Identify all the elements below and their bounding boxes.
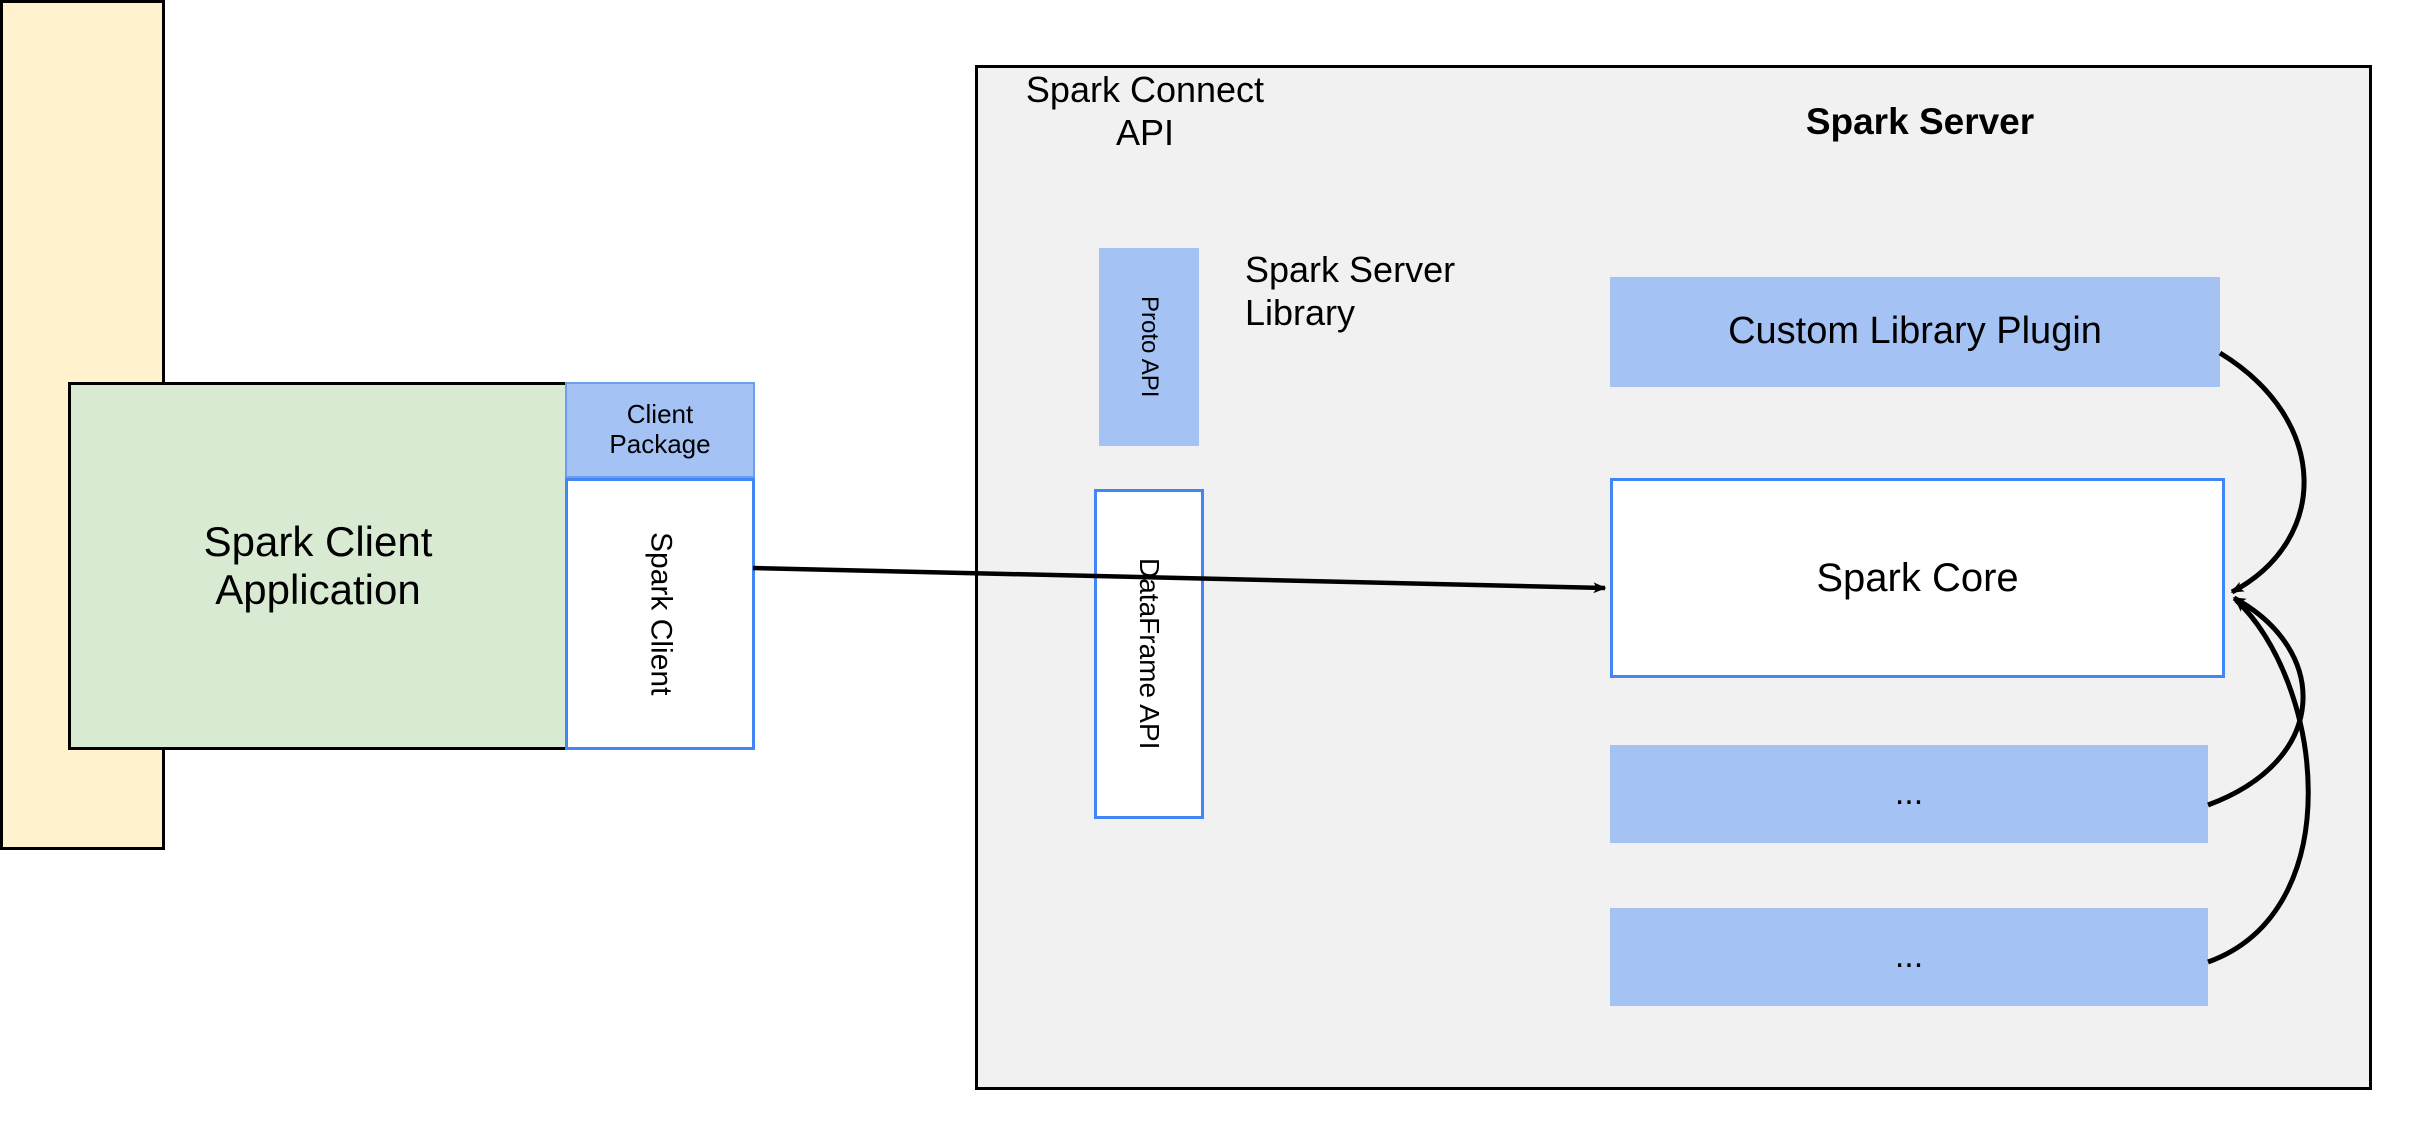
custom-library-plugin-box[interactable]: Custom Library Plugin [1610, 277, 2220, 387]
server-item-ellipsis-1[interactable]: ... [1610, 745, 2208, 843]
spark-connect-api-label: Spark Connect API [1025, 69, 1265, 154]
server-item-ellipsis-1-label: ... [1894, 774, 1924, 813]
spark-client-application-label: Spark Client Application [203, 517, 433, 613]
spark-server-title: Spark Server [1805, 101, 2035, 142]
spark-client-application-box[interactable]: Spark Client Application [68, 382, 568, 750]
spark-core-box[interactable]: Spark Core [1610, 478, 2225, 678]
spark-server-library-label: Spark Server Library [1245, 249, 1456, 334]
server-item-ellipsis-2-label: ... [1894, 937, 1924, 976]
dataframe-api-box[interactable]: DataFrame API [1094, 489, 1204, 819]
dataframe-api-label: DataFrame API [1134, 558, 1166, 750]
server-item-ellipsis-2[interactable]: ... [1610, 908, 2208, 1006]
custom-library-plugin-label: Custom Library Plugin [1728, 310, 2102, 353]
spark-core-label: Spark Core [1816, 556, 2019, 600]
client-package-box[interactable]: Client Package [565, 382, 755, 478]
proto-api-label: Proto API [1135, 296, 1163, 398]
spark-client-box[interactable]: Spark Client [565, 478, 755, 750]
proto-api-box[interactable]: Proto API [1099, 248, 1199, 446]
spark-client-label: Spark Client [644, 532, 678, 696]
client-package-label: Client Package [609, 399, 711, 459]
